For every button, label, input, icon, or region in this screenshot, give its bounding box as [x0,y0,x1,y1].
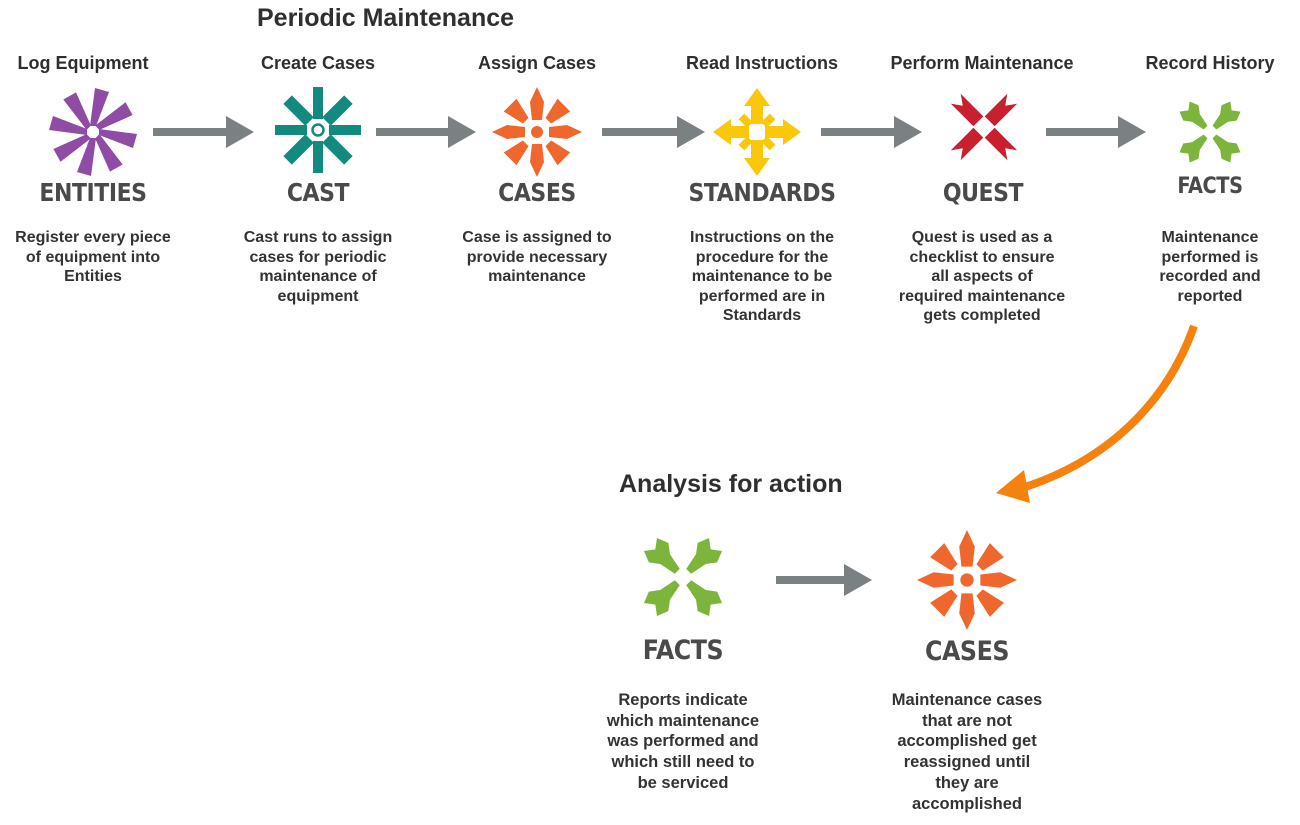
step-title-read-instructions: Read Instructions [685,53,839,73]
brand-cases: CASES [498,178,576,207]
brand-facts: FACTS [1177,174,1243,199]
cast-icon [275,87,361,173]
analysis-title: Analysis for action [619,470,843,498]
flow-arrow-3 [602,116,705,148]
loop-arrow [996,324,1198,503]
cases-icon [492,87,582,177]
standards-icon [713,88,801,176]
step-title-create-cases: Create Cases [260,53,376,73]
step-title-log-equipment: Log Equipment [17,53,149,73]
page-title: Periodic Maintenance [257,4,515,32]
flow-arrow-analysis [776,564,872,596]
brand-cast: CAST [286,178,350,207]
brand-entities: ENTITIES [39,178,147,207]
entities-icon [49,88,137,176]
flow-arrow-5 [1046,116,1146,148]
flow-arrow-4 [821,116,922,148]
brand-standards: STANDARDS [688,178,836,207]
quest-icon [950,93,1018,161]
step-title-record-history: Record History [1145,53,1275,73]
flow-arrow-1 [153,116,254,148]
step-title-assign-cases: Assign Cases [477,53,597,73]
brand-quest: QUEST [942,178,1024,207]
cases-icon [917,530,1017,630]
facts-icon [643,537,723,617]
facts-icon [1179,101,1241,163]
flow-arrow-2 [376,116,476,148]
analysis-brand-cases: CASES [924,636,1010,667]
analysis-brand-facts: FACTS [642,635,724,666]
step-title-perform-maintenance: Perform Maintenance [890,53,1074,73]
